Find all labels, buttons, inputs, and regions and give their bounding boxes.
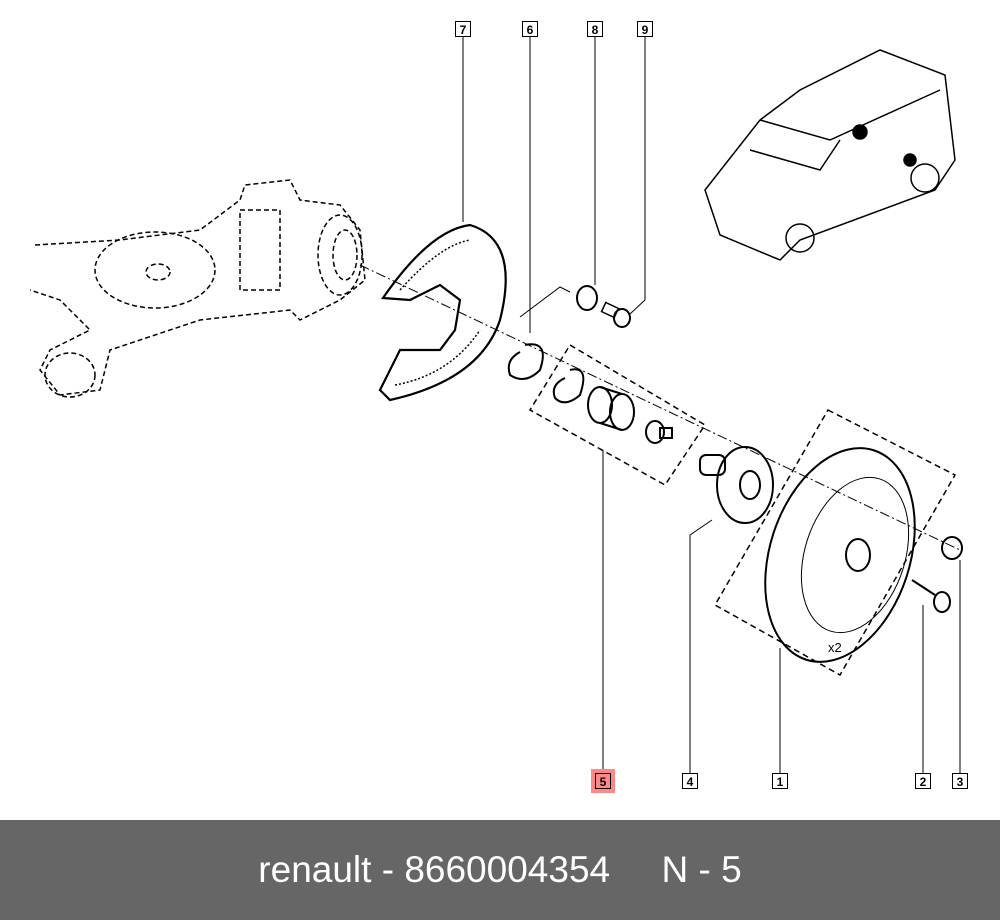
callout-8[interactable]: 8 [587,21,603,37]
wheel-nut [941,536,963,560]
brake-backing-plate [378,223,507,402]
footer-bar: renault - 8660004354 N - 5 [0,820,1000,920]
callout-4[interactable]: 4 [682,773,698,789]
callout-7[interactable]: 7 [455,21,471,37]
callout-9[interactable]: 9 [637,21,653,37]
footer-gap [610,849,661,891]
callout-6[interactable]: 6 [522,21,538,37]
footer-part-number: 8660004354 [404,849,611,890]
wheel-bearing [587,386,635,431]
bearing-kit-box [528,343,707,486]
footer-brand: renault [258,849,372,890]
wheel-hub [699,446,774,524]
hub-nut [645,420,673,444]
brake-disc [764,447,916,663]
washer [576,285,598,311]
callout-2[interactable]: 2 [915,773,931,789]
footer-position: N - 5 [661,849,742,890]
rear-axle-outline [29,179,366,398]
disc-screw [911,579,951,613]
bolt [600,301,631,328]
axis-line [359,264,961,551]
disc-kit-box [713,409,957,677]
callout-3[interactable]: 3 [952,773,968,789]
callout-5-highlighted[interactable]: 5 [591,769,615,793]
circlip-kit [552,368,585,404]
callout-1[interactable]: 1 [772,773,788,789]
leader-lines [462,37,961,773]
footer-separator: - [371,849,405,890]
vehicle-illustration [704,49,956,261]
circlip [507,343,544,380]
quantity-note: x2 [828,640,842,655]
exploded-hub-diagram: x2 [29,37,963,773]
